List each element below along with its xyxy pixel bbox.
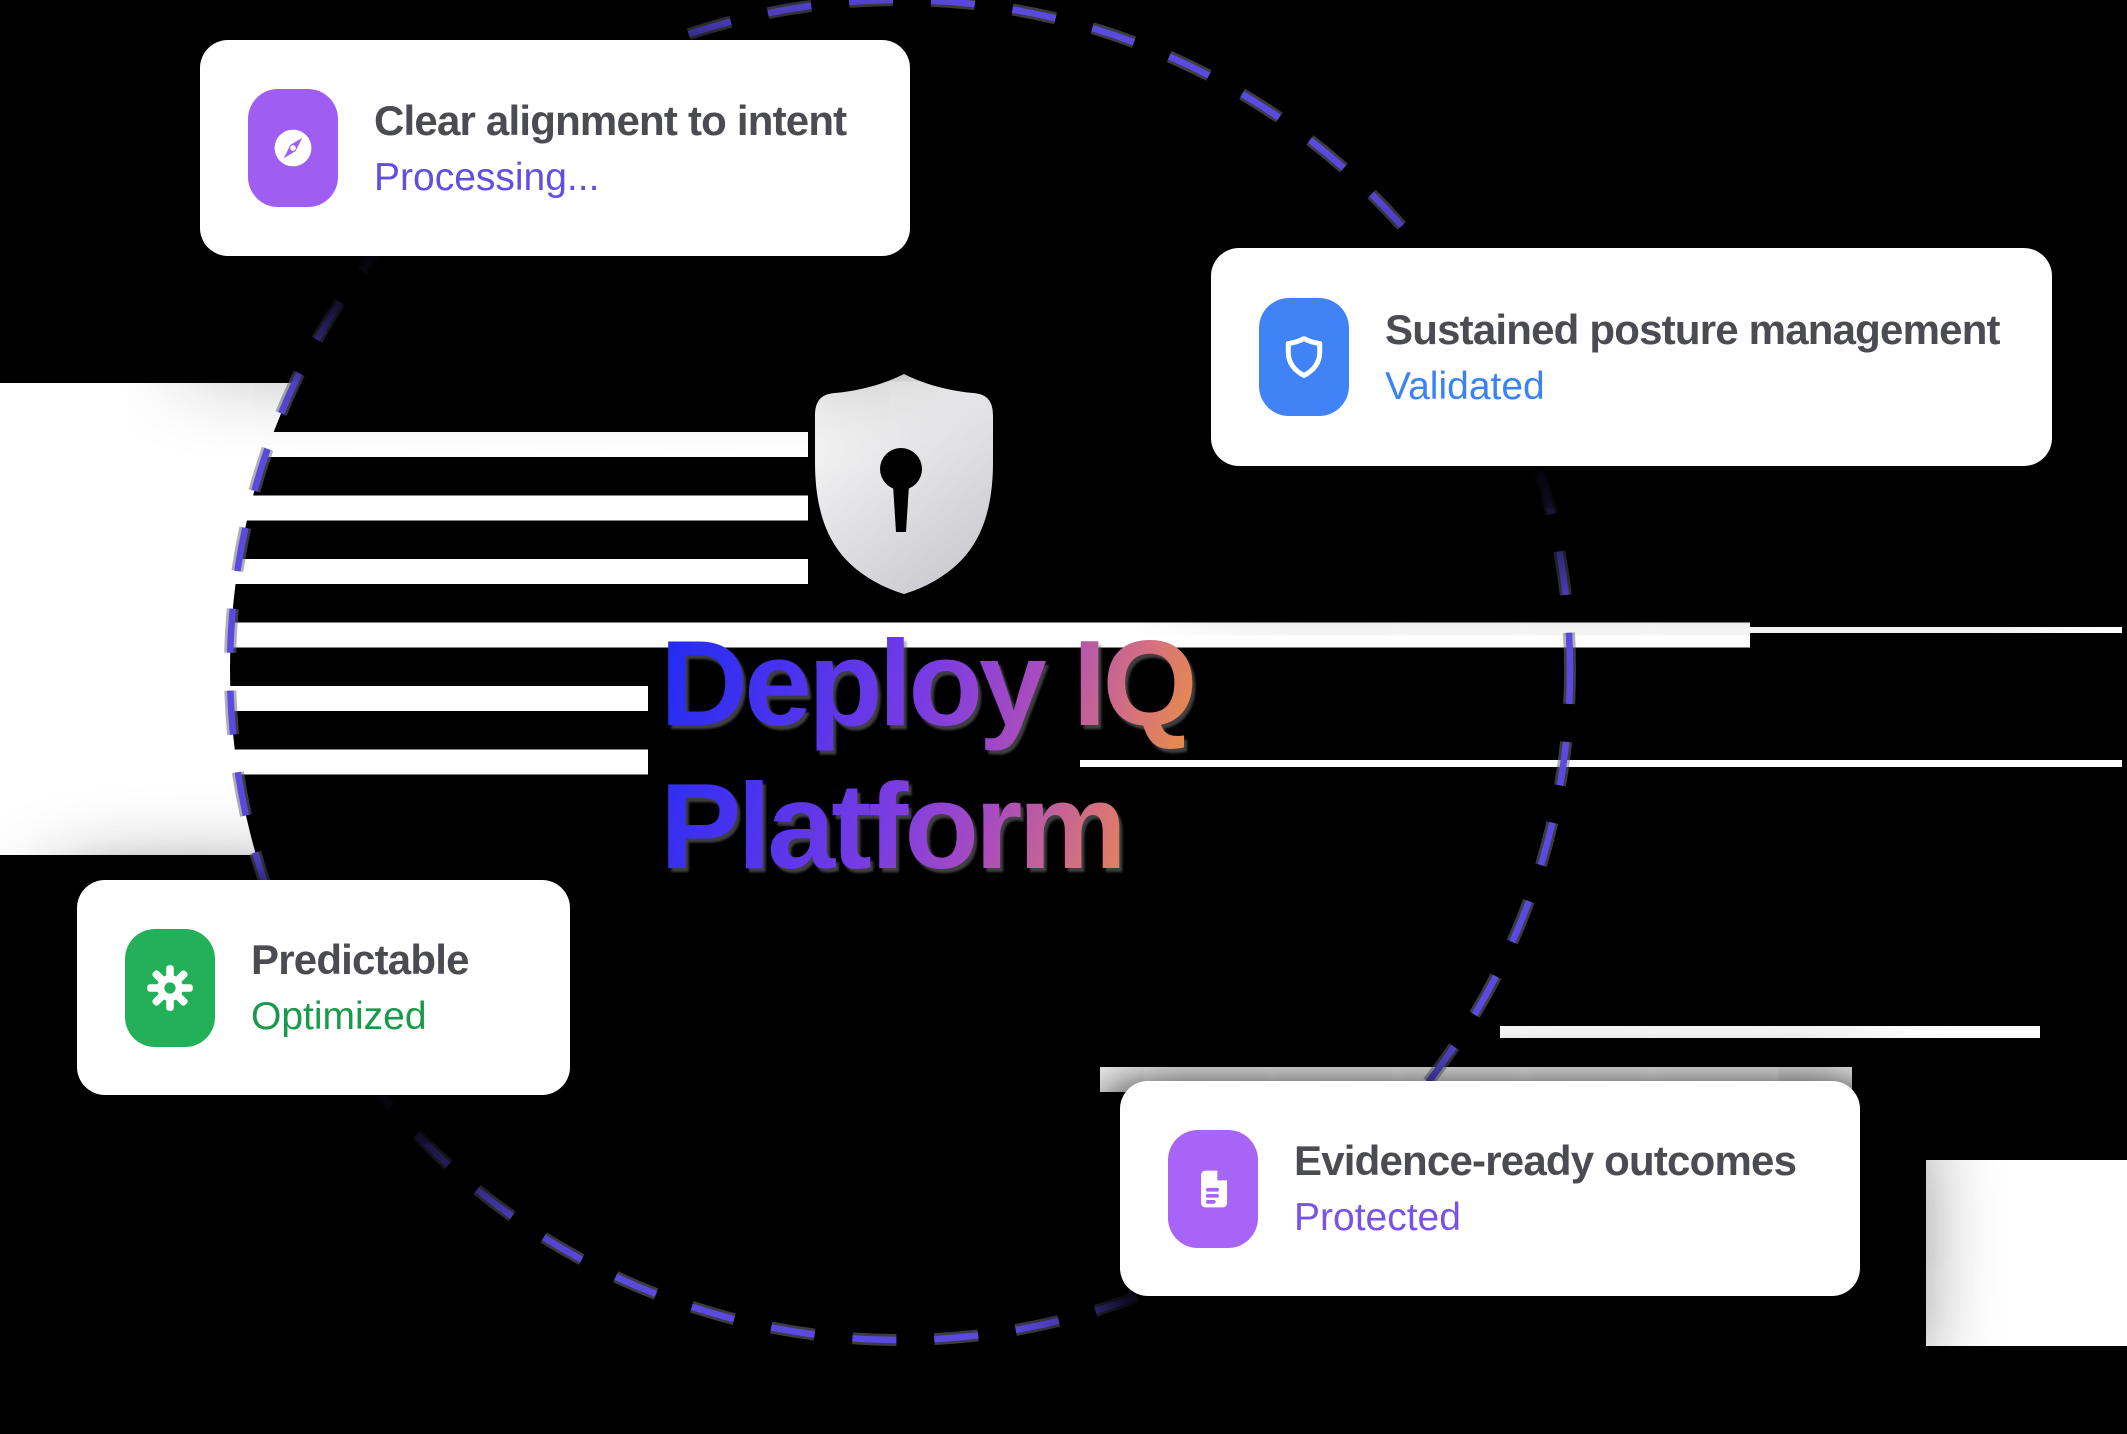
keyhole-stem [893,485,909,532]
orbit-ring [224,0,1576,1346]
feature-card-alignment: Clear alignment to intent Processing... [200,40,910,256]
stripe [1750,627,2122,633]
stripe [0,495,808,521]
compass-icon [248,89,338,207]
bottom-right-white-block [1926,1160,2127,1346]
card-text: Sustained posture management Validated [1385,305,2001,409]
page-title-line2: Platform [660,758,1123,894]
stripe [1500,1026,2040,1038]
status-badge: Optimized [251,995,427,1038]
document-icon [1168,1129,1258,1248]
stripe [0,686,648,711]
shield-icon [1259,298,1349,416]
card-title: Evidence-ready outcomes [1294,1137,1797,1184]
keyhole-icon [880,448,922,490]
status-badge: Validated [1385,364,1545,408]
feature-card-posture: Sustained posture management Validated [1211,248,2052,466]
status-badge: Protected [1294,1196,1461,1239]
gear-icon [125,928,215,1047]
stripe [0,559,808,584]
feature-card-predictable: Predictable Optimized [77,880,570,1095]
page-title: Deploy IQ Platform [660,612,1193,898]
card-text: Evidence-ready outcomes Protected [1294,1137,1797,1240]
stripe [0,622,1750,648]
card-title: Predictable [251,936,469,983]
stripe [0,432,808,457]
feature-card-evidence: Evidence-ready outcomes Protected [1120,1081,1860,1296]
stripe [0,749,648,775]
shield-lock-icon [815,374,993,594]
card-title: Sustained posture management [1385,305,2001,353]
card-title: Clear alignment to intent [374,96,847,144]
status-badge: Processing... [374,155,600,199]
card-text: Clear alignment to intent Processing... [374,96,847,200]
stripe [1080,760,2122,767]
page-title-line1: Deploy IQ [660,615,1194,751]
card-text: Predictable Optimized [251,936,469,1039]
